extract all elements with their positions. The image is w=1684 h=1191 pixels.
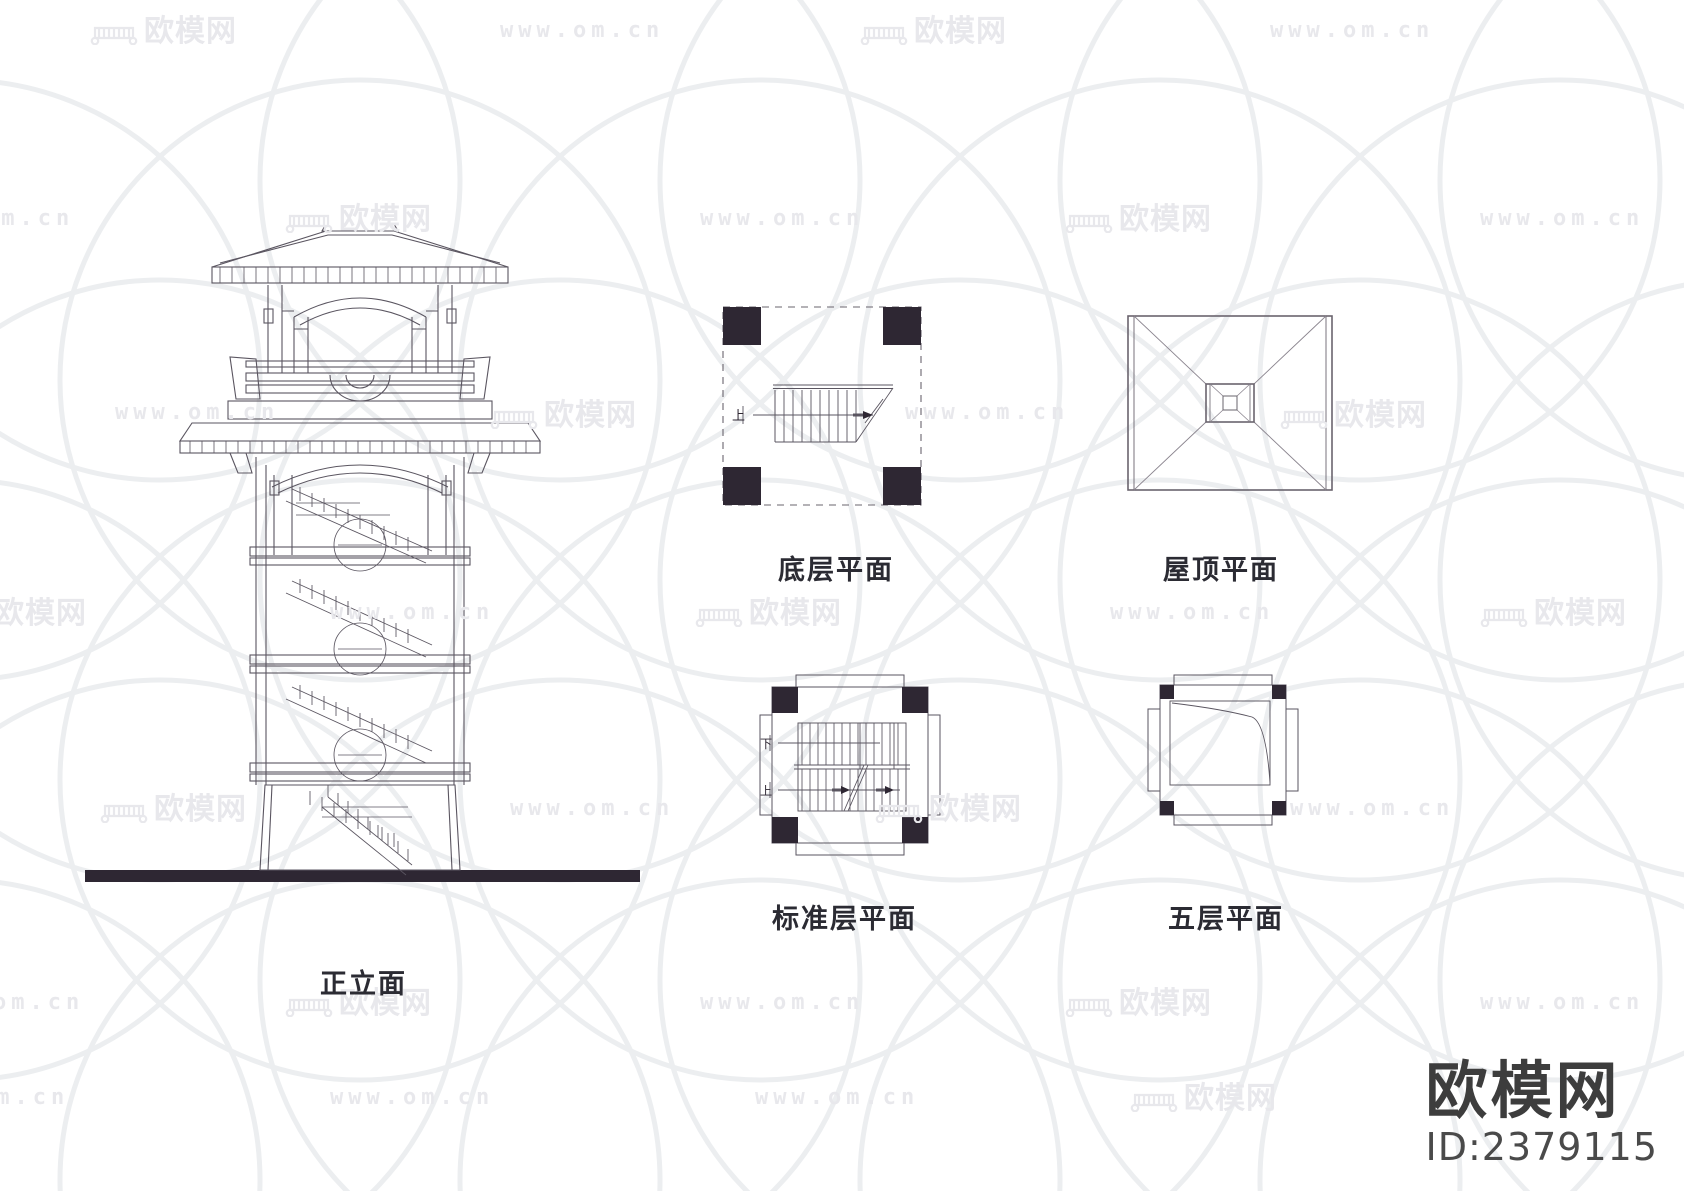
typical-floor-plan-drawing: 下 上: [759, 674, 941, 856]
fifth-floor-plan-drawing: [1147, 674, 1299, 826]
brand-logo-text: 欧模网: [1425, 1054, 1621, 1128]
caption-typical-floor-plan: 标准层平面: [772, 904, 917, 935]
caption-ground-floor-plan: 底层平面: [778, 555, 894, 586]
annotation-up: 上: [760, 784, 772, 798]
caption-fifth-floor-plan: 五层平面: [1168, 904, 1284, 935]
caption-front-elevation: 正立面: [320, 969, 407, 1000]
roof-plan-drawing: [1127, 315, 1333, 491]
annotation-up: 上: [732, 409, 745, 424]
caption-roof-plan: 屋顶平面: [1163, 555, 1279, 586]
ground-floor-plan-drawing: 上: [722, 306, 922, 506]
annotation-down: 下: [760, 737, 772, 751]
brand-block: 欧模网 ID:2379115: [1425, 1058, 1658, 1169]
front-elevation-drawing: [85, 225, 640, 882]
brand-id-text: ID:2379115: [1425, 1125, 1658, 1170]
